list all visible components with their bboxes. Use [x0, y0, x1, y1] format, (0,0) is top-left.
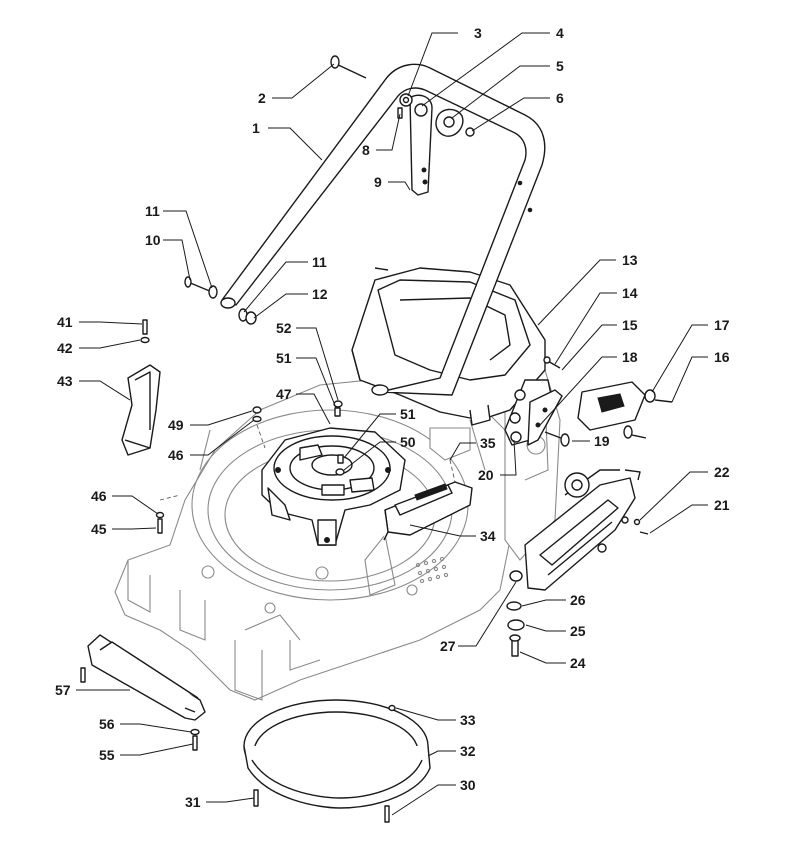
plate-18: [527, 389, 563, 446]
callout-25: 25: [570, 623, 586, 639]
callout-20: 20: [478, 467, 494, 483]
callout-51-lower: 51: [400, 406, 416, 422]
handle-hardware: [184, 55, 475, 325]
callout-12: 12: [312, 286, 328, 302]
callout-45: 45: [91, 521, 107, 537]
engine-fasteners: [333, 400, 345, 476]
callout-46-left: 46: [91, 488, 107, 504]
callout-51-upper: 51: [276, 350, 292, 366]
callout-6: 6: [556, 90, 564, 106]
bolt-10: [187, 281, 213, 293]
rear-plug-57: [80, 634, 206, 751]
callout-11-lower: 11: [312, 254, 327, 270]
mulching-plug-34: [383, 481, 473, 541]
bolt-51-lower: [337, 454, 344, 464]
knob-12: [245, 311, 257, 325]
callout-8: 8: [362, 142, 370, 158]
bolt-16: [654, 399, 673, 403]
deck-vent-holes: [415, 556, 449, 584]
callout-18: 18: [622, 349, 638, 365]
rivet-parts: [633, 518, 649, 535]
bolt-2-head: [330, 55, 340, 69]
callout-labels: 1 2 3 4 5 6 8 9 10 11 11 12 13 14 15 16 …: [55, 25, 730, 810]
callout-2: 2: [258, 90, 266, 106]
bushing-27: [509, 570, 523, 582]
handle-1: [220, 63, 546, 396]
bolt-51-upper: [334, 407, 341, 417]
callout-5: 5: [556, 58, 564, 74]
nut-49: [252, 406, 262, 414]
callout-11-upper: 11: [145, 203, 160, 219]
adjuster-plate: [577, 381, 673, 439]
callout-56: 56: [99, 716, 115, 732]
bolt-30: [384, 805, 390, 823]
callout-30: 30: [460, 777, 476, 793]
callout-47: 47: [276, 386, 292, 402]
washer-17: [644, 389, 656, 403]
callout-10: 10: [145, 232, 161, 248]
callout-49: 49: [168, 417, 184, 433]
callout-57: 57: [55, 682, 71, 698]
callout-22: 22: [714, 464, 730, 480]
callout-14: 14: [622, 285, 638, 301]
side-cover: [524, 469, 641, 591]
left-fasteners: [155, 406, 266, 534]
screw-45: [157, 518, 163, 534]
grass-deflector-35: [429, 427, 471, 483]
nut-6: [465, 127, 475, 137]
leader-lines: [76, 32, 708, 816]
wheel-hardware: [506, 570, 525, 657]
callout-42: 42: [57, 340, 73, 356]
baffle-ring-32: [243, 699, 431, 823]
washer-11-left: [208, 285, 218, 299]
callout-46-right: 46: [168, 447, 184, 463]
callout-41: 41: [57, 314, 73, 330]
pin-8: [397, 107, 403, 119]
callout-21: 21: [714, 497, 730, 513]
callout-55: 55: [99, 747, 115, 763]
callout-50: 50: [400, 434, 416, 450]
callout-27: 27: [440, 638, 456, 654]
screw-41: [142, 319, 148, 335]
callout-1: 1: [252, 120, 260, 136]
washer-42: [140, 336, 150, 344]
washer-46-left: [155, 511, 165, 519]
washer-25: [507, 619, 525, 631]
callout-52: 52: [276, 320, 292, 336]
nut-26: [506, 601, 522, 611]
engine-mount-plate-47: [261, 427, 406, 546]
callout-26: 26: [570, 592, 586, 608]
callout-24: 24: [570, 655, 586, 671]
height-bracket-18: [504, 356, 570, 447]
bolt-31: [253, 789, 259, 807]
callout-16: 16: [714, 349, 730, 365]
handle-bracket-9: [409, 94, 433, 196]
side-chute-43: [121, 319, 161, 456]
callout-17: 17: [714, 317, 730, 333]
callout-9: 9: [374, 174, 382, 190]
washer-50: [335, 468, 345, 476]
callout-35: 35: [480, 435, 496, 451]
callout-15: 15: [622, 317, 638, 333]
callout-4: 4: [556, 25, 564, 41]
callout-34: 34: [480, 528, 496, 544]
washer-56: [190, 728, 200, 736]
callout-43: 43: [57, 373, 73, 389]
callout-13: 13: [622, 252, 638, 268]
washer-46-right: [252, 415, 262, 423]
callout-33: 33: [460, 712, 476, 728]
callout-3: 3: [474, 25, 482, 41]
screw-57-fix: [80, 667, 86, 683]
callout-32: 32: [460, 743, 476, 759]
rear-guard-13: [351, 267, 546, 426]
callout-31: 31: [185, 794, 201, 810]
screw-55: [192, 735, 198, 751]
nut-33: [388, 704, 396, 712]
callout-19: 19: [594, 433, 610, 449]
